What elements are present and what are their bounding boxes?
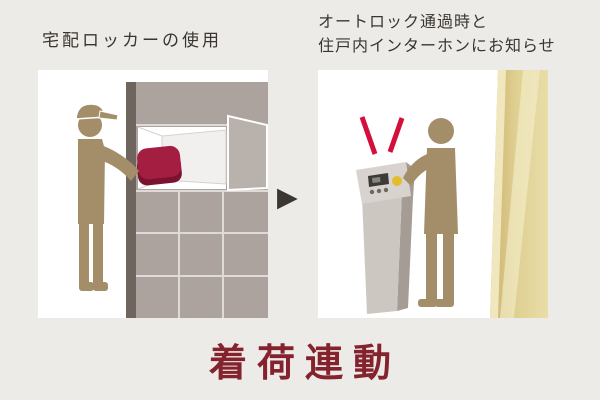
right-caption-line1: オートロック通過時と: [318, 12, 489, 31]
gold-wall: [490, 70, 548, 318]
parcel: [136, 145, 182, 186]
resident-figure: [403, 118, 458, 307]
courier-figure: [75, 103, 139, 291]
courier-arm: [94, 144, 139, 181]
resident-arm: [403, 153, 436, 186]
right-panel-caption: オートロック通過時と 住戸内インターホンにお知らせ: [318, 10, 556, 58]
alert-lines-icon: [359, 116, 405, 155]
right-caption-line2: 住戸内インターホンにお知らせ: [318, 36, 556, 55]
intercom-call-button: [392, 176, 402, 186]
left-panel-caption: 宅配ロッカーの使用: [42, 31, 222, 51]
intercom-station: [356, 162, 415, 314]
intercom-panel-scene: [318, 70, 548, 318]
delivery-locker: [126, 82, 268, 318]
page-title: 着荷連動: [208, 340, 401, 385]
delivery-locker-panel: [38, 70, 268, 318]
delivery-locker-illustration: [75, 82, 268, 318]
right-arrow-icon: ▶: [277, 182, 298, 213]
locker-open-door: [227, 114, 268, 192]
intercom-illustration: [356, 70, 548, 318]
